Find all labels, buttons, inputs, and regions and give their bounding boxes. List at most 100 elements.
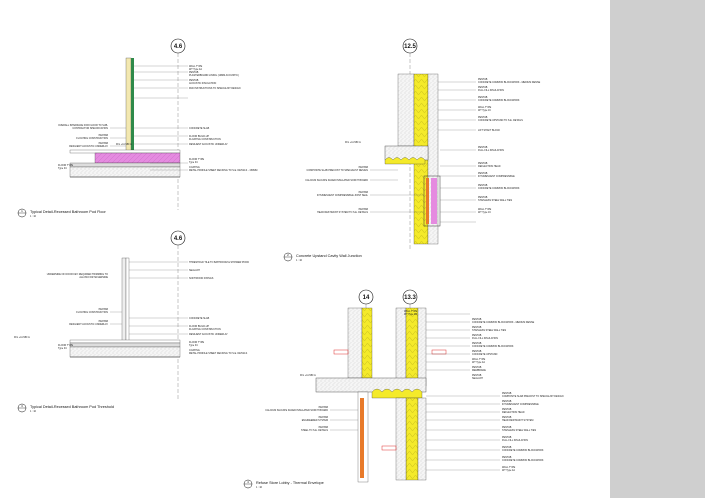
detail-1-wall-board: [131, 58, 134, 158]
label: PENTAB: [478, 162, 488, 165]
label: W? Type 4A: [502, 469, 515, 472]
label: FLOOR TYPE: [58, 344, 74, 347]
detail-scale: 1 : 10: [296, 259, 303, 262]
detail-2: 12.5 PENTAB CONCRETE COMMON BLOCKWORK - …: [283, 38, 541, 262]
label: Type F4: [189, 161, 198, 164]
detail-2-left-labels: PENTAB COMPOSITE SLAB PRECOST TO SPECIAL…: [305, 141, 368, 214]
label: PENTAB: [99, 320, 109, 323]
label: INTUMESCENT COMPRESSIBLE JOINT SEAL: [317, 194, 369, 197]
label: Type F4: [58, 167, 67, 170]
detail-1: 4.6 WALL TYPE W? Type 4A PENTAB PLASTERB…: [17, 38, 257, 218]
label: ENGINEERED SYSTEM: [302, 419, 328, 422]
label: RESILIENT ACOUSTIC UNDERLAY: [69, 323, 108, 326]
label: OVERALL INTERFACE FOR FLOOR TO SUB-: [58, 124, 108, 127]
label: RESILIENT ACOUSTIC UNDERLAY: [69, 145, 108, 148]
detail-1-left-labels: OVERALL INTERFACE FOR FLOOR TO SUB- CONT…: [58, 124, 108, 148]
label: UNDERSIDE OF DOOR KEY REQUIRED TRIMMING …: [47, 273, 108, 276]
label: MEMBRANE: [472, 369, 486, 372]
label: CALCIUM SILICATE FACED INSULATED SOFFIT …: [305, 179, 368, 182]
detail-4: 14 13.3: [243, 289, 564, 489]
label: FLOOR TYPE: [58, 164, 74, 167]
viewer-side-panel: [610, 0, 705, 498]
label: INTUMESCENT COMPRESSIBLE: [502, 403, 539, 406]
detail-1-title-block: 1 Typical Detail-Recessed Bathroom Pod F…: [17, 208, 106, 218]
label: PENTAB: [478, 146, 488, 149]
label: PENTAB: [472, 334, 482, 337]
label: METAL PROFILE SHEET DECKING TO S.E. DETA…: [189, 352, 248, 355]
label: PENTAB: [502, 392, 512, 395]
label: PENTAB: [359, 191, 369, 194]
detail-1-right-labels: WALL TYPE W? Type 4A PENTAB PLASTERBOARD…: [189, 65, 241, 146]
label: RESILIENT ACOUSTIC UNDERLAY: [189, 143, 228, 146]
label: PENTAB: [478, 96, 488, 99]
label: COMPOSITE SLAB PRECOST TO SPECIALIST DES…: [502, 395, 564, 398]
detail-3: 4.6 THRESHOLD TILE TO BATHROOM & SHOWER …: [14, 230, 249, 413]
label: PENTAB: [319, 416, 329, 419]
label: PENTAB: [359, 166, 369, 169]
label: WALL TYPE: [502, 466, 516, 469]
label: SOFTWOOD FIXINGS: [189, 277, 214, 280]
label: PAD INSTRUCTIONS TO SPECIALIST DESIGN: [189, 87, 241, 90]
detail-3-tag: 4.6: [170, 230, 186, 400]
detail-scale: 1 : 10: [30, 215, 37, 218]
label: STEEL TO S.E. DETAILS: [301, 429, 328, 432]
label: STAINLESS STEEL WALL TIES: [502, 429, 536, 432]
detail-2-title-block: 2 Concrete Upstand Cavity Wall Junction …: [283, 252, 362, 262]
label: PENTAB: [502, 456, 512, 459]
label: PENTAB: [189, 71, 199, 74]
detail-4-redline-marker: [381, 445, 397, 451]
label: FLOATING CONSTRUCTION: [76, 137, 108, 140]
label: W? Type 4B: [404, 313, 417, 316]
label: STAINLESS STEEL WALL TIES: [478, 199, 512, 202]
label: PENTAB: [478, 86, 488, 89]
label: CONCRETE COMMON BLOCKWORK: [502, 449, 544, 452]
label: FULL FILL INSULATION: [478, 89, 504, 92]
label: HEAD RESTRAINT SYSTEM TO S.E. DETAILS: [317, 211, 368, 214]
detail-title: Typical Detail-Recessed Bathroom Pod Thr…: [30, 405, 114, 409]
label: FLOOR BUILD-UP: [189, 135, 209, 138]
detail-4-steel: [360, 398, 364, 478]
detail-number: 3: [21, 404, 23, 408]
level-marker: FFL +11.580 m: [300, 374, 316, 377]
label: FLOOR TYPE: [189, 158, 205, 161]
detail-4-title-block: 4 Refuse Store Lobby - Thermal Envelope …: [243, 479, 324, 489]
label: WALL TYPE: [404, 310, 418, 313]
label: FULL FILL INSULATION: [472, 337, 498, 340]
detail-number: 4: [247, 480, 249, 484]
detail-4-redline-marker: [333, 349, 349, 355]
label: W? Type 16: [478, 109, 491, 112]
label: PENTAB: [99, 142, 109, 145]
label: PENTAB: [472, 366, 482, 369]
detail-3-slab: [69, 346, 181, 358]
detail-4-tag-text: 14: [363, 295, 370, 301]
label: SEALANT: [472, 377, 483, 380]
label: CONCRETE COMMON BLOCKWORK: [472, 345, 514, 348]
detail-1-tag-text: 4.6: [174, 44, 183, 50]
label: PENTAB: [502, 426, 512, 429]
label: CONCRETE SLAB: [189, 127, 210, 130]
label: CONCRETE COMMON BLOCKWORK: [478, 187, 520, 190]
label: CONCRETE COMMON BLOCKWORK - MEDIUM DENSE: [478, 81, 541, 84]
detail-number: 1: [21, 209, 23, 213]
detail-1-bottom-labels: FLOOR TYPE Type F4 COATING METAL PROFILE…: [58, 143, 257, 172]
label: METAL PROFILE SHEET DECKING TO S.E. DETA…: [189, 169, 257, 172]
label: CONCRETE COMMON BLOCKWORK: [478, 99, 520, 102]
detail-number: 2: [287, 253, 289, 257]
detail-2-right-labels: PENTAB CONCRETE COMMON BLOCKWORK - MEDIU…: [478, 78, 541, 214]
label: PENTAB: [359, 208, 369, 211]
label: THRESHOLD TILE TO BATHROOM & SHOWER POOD: [189, 261, 249, 264]
detail-title: Concrete Upstand Cavity Wall Junction: [296, 254, 362, 258]
label: WALL TYPE: [478, 106, 492, 109]
label: FULL FILL INSULATION: [478, 149, 504, 152]
drawing-sheet: 4.6 WALL TYPE W? Type 4A PENTAB PLASTERB…: [0, 0, 610, 498]
label: STAINLESS STEEL WALL TIES: [472, 329, 506, 332]
label: W? Type 4A: [189, 68, 202, 71]
detail-4-right-labels: WALL TYPE W? Type 4B PENTAB CONCRETE COM…: [404, 310, 564, 472]
label: PENTAB: [502, 446, 512, 449]
detail-4-left-labels: PENTAB CALCIUM SILICATE FACED INSULATED …: [265, 374, 328, 432]
label: DEFLECTION HEAD: [478, 165, 501, 168]
label: PENTAB: [189, 79, 199, 82]
level-marker: FFL +11.580 m: [14, 336, 30, 339]
label: CONCRETE UPSTAND: [472, 353, 498, 356]
detail-3-left-labels: UNDERSIDE OF DOOR KEY REQUIRED TRIMMING …: [47, 273, 109, 326]
